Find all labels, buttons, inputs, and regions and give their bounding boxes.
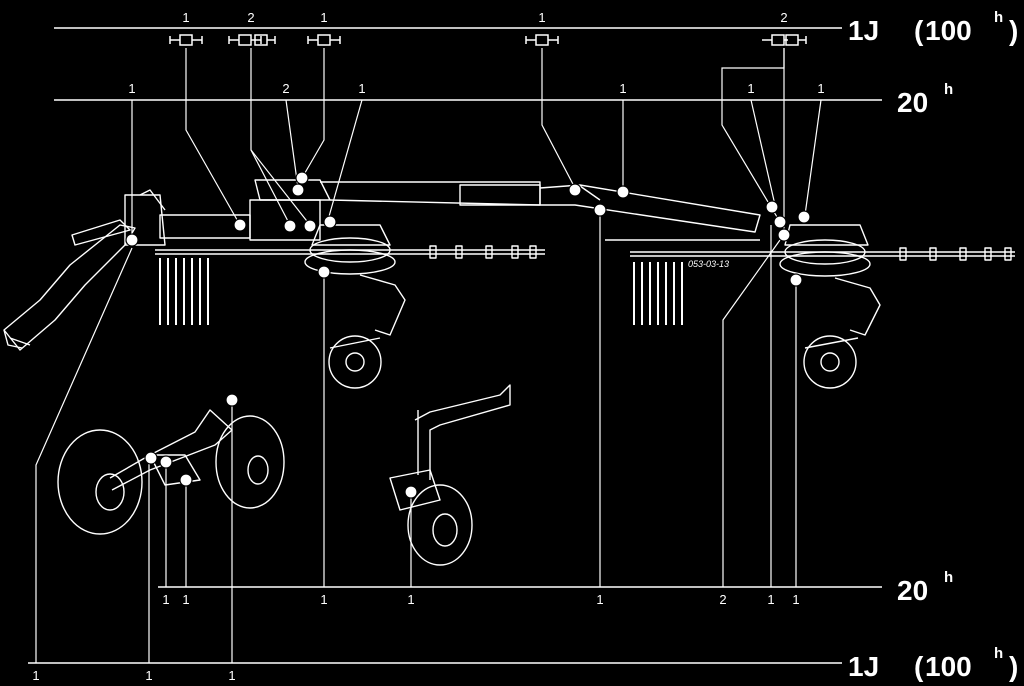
rake-drawing xyxy=(3,179,1015,566)
grease-point xyxy=(303,219,317,233)
grease-nipple-icon xyxy=(254,34,276,46)
leader-lines xyxy=(35,48,822,663)
svg-text:): ) xyxy=(1009,15,1018,46)
second-number: 1 xyxy=(128,81,135,96)
grease-point xyxy=(568,183,582,197)
svg-text:1J: 1J xyxy=(848,15,879,46)
top-number: 2 xyxy=(780,10,787,25)
grease-nipple-icon xyxy=(169,34,203,46)
svg-text:h: h xyxy=(994,645,1003,662)
bottom-number: 1 xyxy=(145,668,152,683)
third-number: 1 xyxy=(596,592,603,607)
grease-point xyxy=(616,185,630,199)
grease-nipple-icon xyxy=(228,34,262,46)
third-number: 2 xyxy=(719,592,726,607)
svg-text:h: h xyxy=(944,81,953,98)
diagram-id: 053-03-13 xyxy=(688,259,729,269)
svg-text:h: h xyxy=(994,9,1003,26)
grease-point xyxy=(159,455,173,469)
grease-point xyxy=(295,171,309,185)
interval-label-third: 20 h xyxy=(897,569,953,606)
interval-label-bottom: 1J ( 100 h ) xyxy=(848,645,1018,682)
top-number: 1 xyxy=(320,10,327,25)
third-number: 1 xyxy=(182,592,189,607)
top-number: 1 xyxy=(538,10,545,25)
grease-point xyxy=(125,233,139,247)
third-number: 1 xyxy=(162,592,169,607)
second-number: 1 xyxy=(358,81,365,96)
svg-text:): ) xyxy=(1009,651,1018,682)
svg-text:(: ( xyxy=(914,15,924,46)
second-number: 2 xyxy=(282,81,289,96)
svg-text:20: 20 xyxy=(897,575,928,606)
grease-point xyxy=(773,215,787,229)
svg-text:(: ( xyxy=(914,651,924,682)
svg-text:h: h xyxy=(944,569,953,586)
grease-point xyxy=(233,218,247,232)
grease-nipple-icon xyxy=(525,34,559,46)
grease-point xyxy=(225,393,239,407)
third-number: 1 xyxy=(320,592,327,607)
interval-label-top: 1J ( 100 h ) xyxy=(848,9,1018,46)
grease-point xyxy=(404,485,418,499)
second-number: 1 xyxy=(817,81,824,96)
bottom-number: 1 xyxy=(228,668,235,683)
grease-point xyxy=(291,183,305,197)
third-number: 1 xyxy=(792,592,799,607)
svg-text:100: 100 xyxy=(925,15,972,46)
interval-label-second: 20 h xyxy=(897,81,953,118)
bottom-number: 1 xyxy=(32,668,39,683)
grease-point xyxy=(283,219,297,233)
grease-points xyxy=(125,171,811,499)
grease-nipple-icons xyxy=(169,34,807,46)
second-number: 1 xyxy=(747,81,754,96)
grease-nipple-icon xyxy=(762,34,788,46)
grease-point xyxy=(323,215,337,229)
top-number: 2 xyxy=(247,10,254,25)
third-number: 1 xyxy=(407,592,414,607)
grease-nipple-icon xyxy=(785,34,807,46)
grease-point xyxy=(593,203,607,217)
svg-text:20: 20 xyxy=(897,87,928,118)
grease-point xyxy=(317,265,331,279)
second-number: 1 xyxy=(619,81,626,96)
grease-point xyxy=(179,473,193,487)
svg-text:1J: 1J xyxy=(848,651,879,682)
svg-text:100: 100 xyxy=(925,651,972,682)
top-number: 1 xyxy=(182,10,189,25)
grease-point xyxy=(765,200,779,214)
grease-point xyxy=(777,228,791,242)
third-number: 1 xyxy=(767,592,774,607)
grease-point xyxy=(144,451,158,465)
grease-nipple-icon xyxy=(307,34,341,46)
grease-point xyxy=(797,210,811,224)
grease-point xyxy=(789,273,803,287)
